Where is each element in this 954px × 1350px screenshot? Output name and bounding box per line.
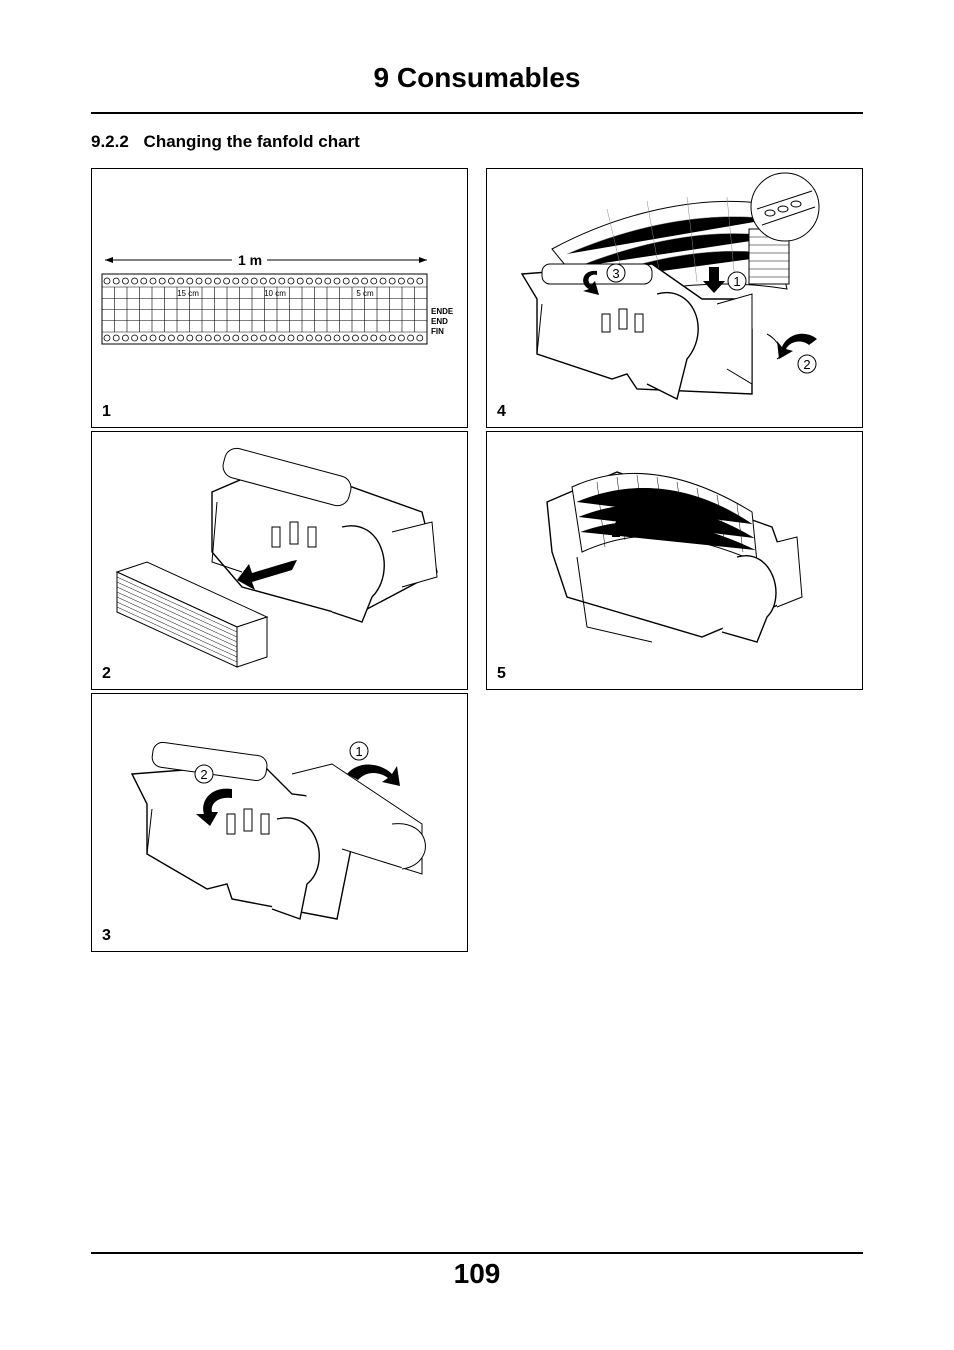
chart-grid bbox=[101, 286, 428, 333]
recorder-load-paper-illustration: 3 1 2 bbox=[520, 172, 820, 401]
sprocket-holes-top bbox=[103, 277, 424, 285]
callout-2: 2 bbox=[803, 357, 810, 372]
callout-1: 1 bbox=[355, 744, 362, 759]
recorder-paper-loaded-illustration bbox=[546, 471, 803, 643]
mark-15cm: 15 cm bbox=[177, 289, 199, 298]
end-label-en: END bbox=[431, 317, 448, 326]
header-rule bbox=[91, 112, 863, 114]
end-label-fr: FIN bbox=[431, 327, 444, 336]
panel-label: 3 bbox=[102, 927, 111, 944]
chart-paper-illustration: 1 m 15 cm 10 cm 5 cm ENDE END FIN bbox=[101, 252, 454, 345]
panel-label: 5 bbox=[497, 665, 506, 682]
paper-stack bbox=[115, 561, 269, 668]
section-number: 9.2.2 bbox=[91, 132, 129, 151]
mark-10cm: 10 cm bbox=[264, 289, 286, 298]
panel-label: 4 bbox=[497, 403, 506, 420]
length-label: 1 m bbox=[238, 252, 262, 268]
callout-3: 3 bbox=[612, 266, 619, 281]
recorder-remove-paper-illustration bbox=[115, 447, 438, 668]
mark-5cm: 5 cm bbox=[356, 289, 374, 298]
section-heading: 9.2.2 Changing the fanfold chart bbox=[91, 132, 360, 152]
recorder-open-cover-illustration: 2 1 bbox=[130, 741, 426, 920]
chapter-title: 9 Consumables bbox=[373, 62, 581, 93]
callout-2: 2 bbox=[200, 767, 207, 782]
end-label-de: ENDE bbox=[431, 307, 454, 316]
figure-panel-5: 5 bbox=[486, 431, 863, 690]
figure-panel-3: 2 1 3 bbox=[91, 693, 468, 952]
panel-label: 1 bbox=[102, 403, 111, 420]
footer-rule bbox=[91, 1252, 863, 1254]
figure-panel-2: 2 bbox=[91, 431, 468, 690]
figure-panel-4: 3 1 2 4 bbox=[486, 168, 863, 428]
figure-panel-1: 1 m 15 cm 10 cm 5 cm ENDE END FIN 1 bbox=[91, 168, 468, 428]
page-number: 109 bbox=[453, 1258, 501, 1289]
callout-1: 1 bbox=[733, 274, 740, 289]
section-title: Changing the fanfold chart bbox=[143, 132, 360, 151]
panel-label: 2 bbox=[102, 665, 111, 682]
sprocket-holes-bottom bbox=[103, 334, 424, 342]
